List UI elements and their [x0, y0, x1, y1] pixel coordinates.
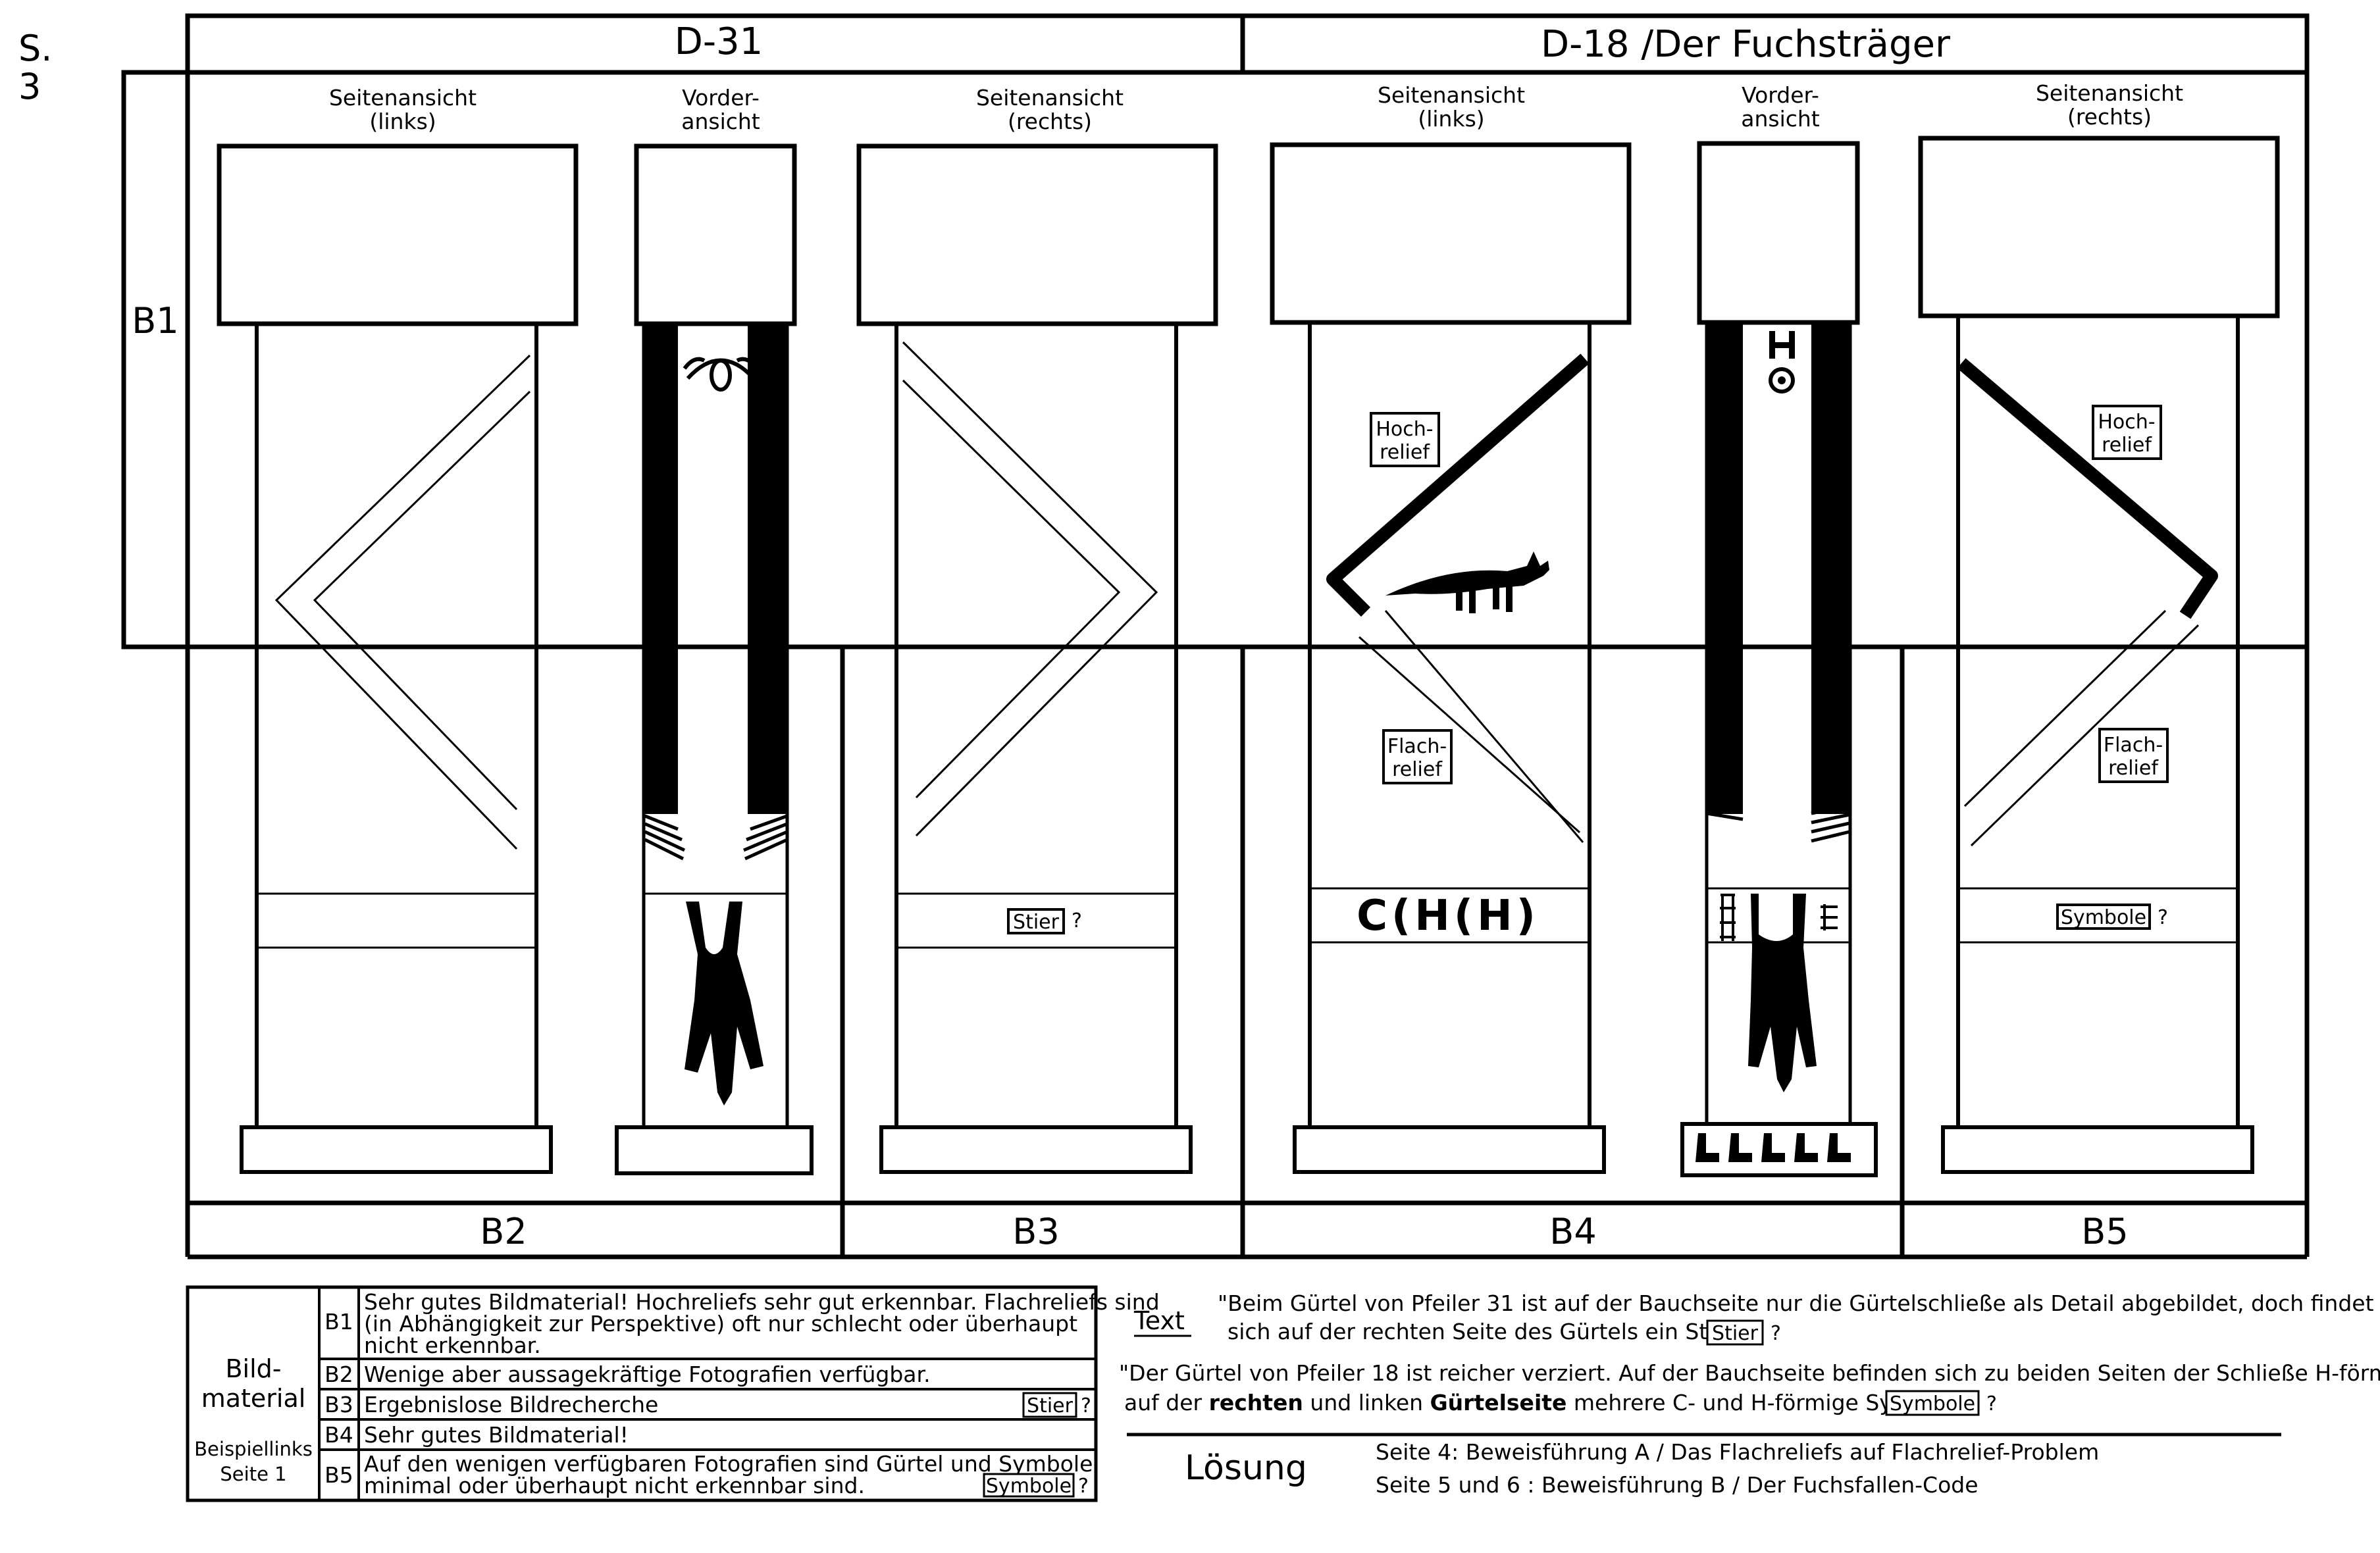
section-label-b4: B4 — [1549, 1211, 1596, 1252]
quote2-line2: auf der rechten und linken Gürtelseite m… — [1124, 1390, 1970, 1415]
legend-sub-line2: Seite 1 — [220, 1463, 286, 1485]
flachrelief-tag-d18-right: Flach- relief — [2098, 728, 2169, 783]
flachrelief-tag-d18-left: Flach- relief — [1382, 729, 1453, 784]
belt-fringe-icon — [644, 814, 789, 861]
page-marker-number: 3 — [18, 66, 41, 107]
legend-table: Bild- material Beispiellinks Seite 1 B1 … — [186, 1285, 1160, 1502]
label-side-left-d18: Seitenansicht — [1378, 82, 1525, 108]
h-and-circle-symbol-icon — [1769, 331, 1795, 394]
symbole-tag-question: ? — [2158, 906, 2168, 929]
label-side-left-d18-sub: (links) — [1418, 106, 1484, 132]
label-side-right-d18: Seitenansicht — [2036, 80, 2183, 106]
legend-row-b5-line2: minimal oder überhaupt nicht erkennbar s… — [364, 1473, 865, 1498]
stier-tag-d31: Stier ? — [1007, 908, 1082, 934]
quote1-question: ? — [1771, 1322, 1781, 1345]
label-front-d18-sub: ansicht — [1741, 106, 1820, 132]
legend-row-b1-line3: nicht erkennbar. — [364, 1333, 541, 1358]
header-d18-fuchstraeger: D-18 /Der Fuchsträger — [1541, 23, 1951, 66]
flachrelief-label-line2: relief — [1392, 758, 1443, 781]
hochrelief-label-line2: relief — [1380, 441, 1430, 464]
loincloth-animal-pelt-icon — [685, 902, 763, 1106]
section-label-b2: B2 — [480, 1211, 527, 1252]
legend-row-b5-line1: Auf den wenigen verfügbaren Fotografien … — [364, 1451, 1093, 1477]
view-labels: Seitenansicht (links) Vorder- ansicht Se… — [329, 80, 2183, 134]
flachrelief-right-line2: relief — [2108, 757, 2159, 780]
h-symbol-left-icon — [1720, 894, 1736, 941]
label-front-d18: Vorder- — [1742, 82, 1819, 108]
symbole-tag-label: Symbole — [2061, 906, 2146, 929]
quote1-line1: "Beim Gürtel von Pfeiler 31 ist auf der … — [1218, 1290, 2374, 1316]
hochrelief-right-line1: Hoch- — [2098, 411, 2155, 434]
legend-title-line2: material — [201, 1384, 306, 1413]
row-label-b1: B1 — [132, 300, 178, 342]
stier-tag-question: ? — [1072, 909, 1082, 932]
legend-row-b2-text: Wenige aber aussagekräftige Fotografien … — [364, 1362, 931, 1387]
solution-label: Lösung — [1185, 1448, 1307, 1488]
legend-title-line1: Bild- — [225, 1354, 281, 1383]
belt-c-h-symbols: C(H(H) — [1357, 892, 1539, 940]
text-quotes: Text "Beim Gürtel von Pfeiler 31 ist auf… — [1119, 1290, 2380, 1416]
hochrelief-label-line1: Hoch- — [1376, 418, 1433, 441]
pillar-d31-side-left — [217, 143, 579, 1174]
solution-section: Lösung Seite 4: Beweisführung A / Das Fl… — [1185, 1439, 2099, 1498]
pillar-d18-side-left — [1270, 142, 1632, 1174]
legend-row-id-b3: B3 — [324, 1392, 353, 1417]
page-marker-s: S. — [18, 28, 52, 69]
solution-line1: Seite 4: Beweisführung A / Das Flachreli… — [1376, 1439, 2099, 1465]
legend-sub-line1: Beispiellinks — [194, 1438, 313, 1460]
legend-b5-tag: Symbole — [986, 1475, 1072, 1498]
pillar-d31-front — [615, 143, 814, 1175]
section-label-b3: B3 — [1012, 1211, 1059, 1252]
label-side-left-d31-sub: (links) — [369, 109, 436, 134]
quote2-line1: "Der Gürtel von Pfeiler 18 ist reicher v… — [1119, 1360, 2380, 1386]
stier-tag-label: Stier — [1013, 911, 1060, 934]
label-front-d31-sub: ansicht — [681, 109, 760, 134]
solution-line2: Seite 5 und 6 : Beweisführung B / Der Fu… — [1376, 1472, 1979, 1498]
label-side-right-d18-sub: (rechts) — [2067, 104, 2152, 130]
text-label: Text — [1133, 1306, 1185, 1335]
label-front-d31: Vorder- — [682, 85, 760, 111]
legend-row-id-b1: B1 — [324, 1309, 353, 1335]
belt-buckle-icon — [683, 357, 759, 392]
hochrelief-tag-d18-left: Hoch- relief — [1370, 412, 1440, 467]
flachrelief-right-line1: Flach- — [2104, 734, 2163, 757]
belt-fringe-icon-d18 — [1706, 804, 1850, 843]
label-side-right-d31-sub: (rechts) — [1008, 109, 1092, 134]
diagram-frame — [121, 13, 2310, 1260]
pillar-d18-front — [1680, 141, 1878, 1177]
fox-feet-row-icon — [1695, 1133, 1851, 1162]
label-side-right-d31: Seitenansicht — [976, 85, 1124, 111]
pillar-d31-side-right — [856, 143, 1218, 1174]
loincloth-fox-pelt-icon-d18 — [1748, 894, 1817, 1092]
quote2-question: ? — [1986, 1392, 1997, 1415]
legend-row-b4-text: Sehr gutes Bildmaterial! — [364, 1422, 629, 1448]
legend-row-id-b2: B2 — [324, 1362, 353, 1387]
legend-row-b3-text: Ergebnislose Bildrecherche — [364, 1392, 658, 1417]
legend-row-b1-line1: Sehr gutes Bildmaterial! Hochreliefs seh… — [364, 1289, 1160, 1315]
header-d31: D-31 — [675, 20, 763, 63]
legend-row-id-b4: B4 — [324, 1422, 353, 1448]
pillar-d18-side-right — [1918, 136, 2280, 1174]
legend-b3-question: ? — [1081, 1394, 1091, 1417]
legend-b5-question: ? — [1078, 1475, 1089, 1498]
h-symbol-right-icon — [1821, 904, 1838, 930]
legend-b3-tag: Stier — [1027, 1394, 1074, 1417]
hochrelief-tag-d18-right: Hoch- relief — [2092, 405, 2162, 460]
legend-row-id-b5: B5 — [324, 1462, 353, 1488]
flachrelief-label-line1: Flach- — [1387, 735, 1447, 758]
fox-relief-icon — [1385, 551, 1549, 613]
label-side-left-d31: Seitenansicht — [329, 85, 477, 111]
section-label-b5: B5 — [2081, 1211, 2128, 1252]
quote1-tag: Stier — [1712, 1322, 1759, 1345]
quote2-tag: Symbole — [1890, 1392, 1975, 1415]
legend-row-b1-line2: (in Abhängigkeit zur Perspektive) oft nu… — [364, 1311, 1077, 1337]
hochrelief-right-line2: relief — [2102, 434, 2152, 457]
symbole-tag-d18: Symbole ? — [2056, 904, 2168, 930]
quote1-line2: sich auf der rechten Seite des Gürtels e… — [1228, 1319, 1751, 1344]
